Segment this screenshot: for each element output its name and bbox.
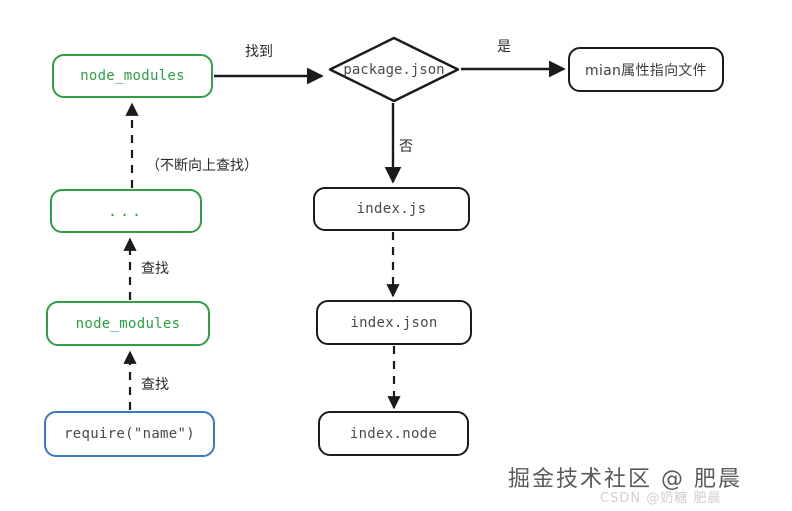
node-index-node[interactable]: index.node <box>318 411 469 456</box>
node-index-json[interactable]: index.json <box>316 300 472 345</box>
node-index-js[interactable]: index.js <box>313 187 470 231</box>
node-package-json-label: package.json <box>343 61 445 78</box>
edge-label-no: 否 <box>399 139 413 155</box>
edge-label-found: 找到 <box>245 44 273 60</box>
edge-label-search-upward: （不断向上查找） <box>146 158 258 174</box>
node-require-call[interactable]: require("name") <box>44 411 215 457</box>
watermark-primary: 掘金技术社区 @ 肥晨 <box>508 467 742 492</box>
node-node-modules-top[interactable]: node_modules <box>52 54 213 98</box>
edge-label-lookup-2: 查找 <box>141 377 169 393</box>
node-node-modules-mid[interactable]: node_modules <box>46 301 210 346</box>
diamond-shape <box>328 36 460 103</box>
watermark-secondary: CSDN @奶糖 肥晨 <box>600 491 722 506</box>
edge-label-lookup-1: 查找 <box>141 261 169 277</box>
node-ellipsis[interactable]: ... <box>50 189 202 233</box>
node-main-field-target[interactable]: mian属性指向文件 <box>568 47 724 92</box>
edge-label-yes: 是 <box>497 39 511 55</box>
node-package-json-decision[interactable]: package.json <box>327 36 461 103</box>
